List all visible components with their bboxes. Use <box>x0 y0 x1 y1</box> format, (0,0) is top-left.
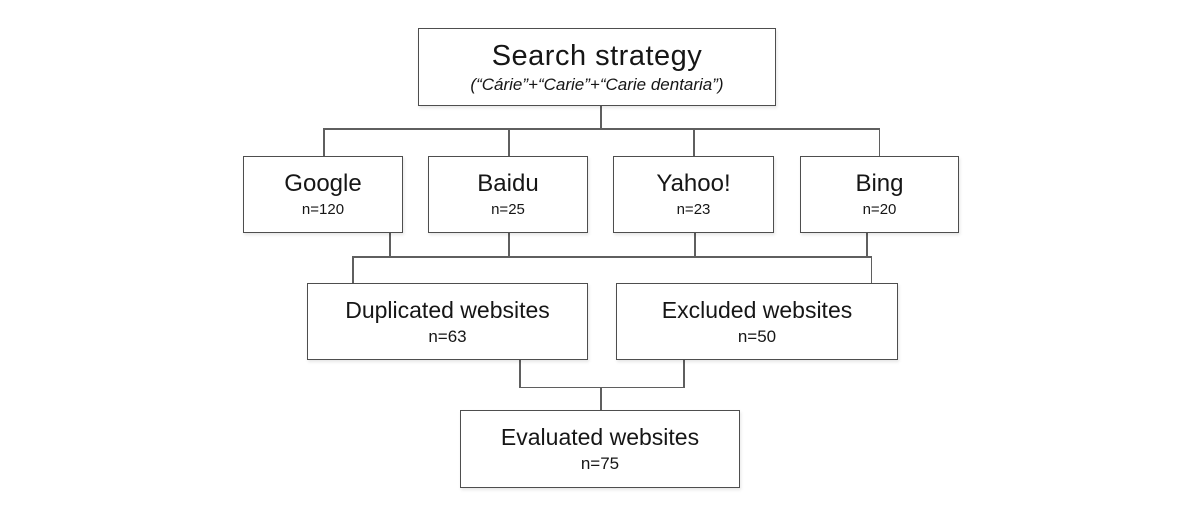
baidu-label: Baidu <box>477 170 539 197</box>
connector-exit-bing <box>866 233 868 257</box>
bing-count: n=20 <box>862 201 897 218</box>
node-google: Google n=120 <box>243 156 403 233</box>
baidu-count: n=25 <box>491 201 525 218</box>
node-baidu: Baidu n=25 <box>428 156 588 233</box>
evaluated-label: Evaluated websites <box>500 424 700 450</box>
connector-bus-evaluated <box>519 386 684 388</box>
connector-exit-baidu <box>508 233 510 257</box>
connector-drop-evaluated <box>600 386 602 411</box>
connector-bus-filters <box>352 256 872 258</box>
search-strategy-subtitle: (“Cárie”+“Carie”+“Carie dentaria”) <box>470 74 724 94</box>
connector-exit-google <box>389 233 391 257</box>
connector-exit-yahoo <box>694 233 696 257</box>
connector-drop-bing <box>878 128 880 156</box>
connector-drop-google <box>323 128 325 156</box>
connector-exit-excluded <box>683 360 685 388</box>
connector-drop-yahoo <box>693 128 695 156</box>
node-excluded-websites: Excluded websites n=50 <box>616 283 898 360</box>
excluded-count: n=50 <box>737 326 777 346</box>
node-search-strategy: Search strategy (“Cárie”+“Carie”+“Carie … <box>418 28 776 106</box>
node-bing: Bing n=20 <box>800 156 959 233</box>
evaluated-count: n=75 <box>580 454 620 473</box>
connector-drop-duplicated <box>352 256 354 283</box>
node-evaluated-websites: Evaluated websites n=75 <box>460 410 740 488</box>
connector-exit-duplicated <box>519 360 521 388</box>
bing-label: Bing <box>855 170 904 197</box>
connector-drop-excluded <box>870 256 872 283</box>
yahoo-label: Yahoo! <box>656 170 731 197</box>
node-yahoo: Yahoo! n=23 <box>613 156 774 233</box>
google-count: n=120 <box>301 201 345 218</box>
duplicated-count: n=63 <box>428 326 467 346</box>
excluded-label: Excluded websites <box>661 296 853 323</box>
yahoo-count: n=23 <box>676 201 711 218</box>
connector-search-down <box>600 106 602 129</box>
connector-bus-engines <box>323 128 880 130</box>
duplicated-label: Duplicated websites <box>345 296 550 323</box>
connector-drop-baidu <box>508 128 510 156</box>
search-strategy-title: Search strategy <box>491 39 703 72</box>
google-label: Google <box>284 170 362 197</box>
node-duplicated-websites: Duplicated websites n=63 <box>307 283 588 360</box>
